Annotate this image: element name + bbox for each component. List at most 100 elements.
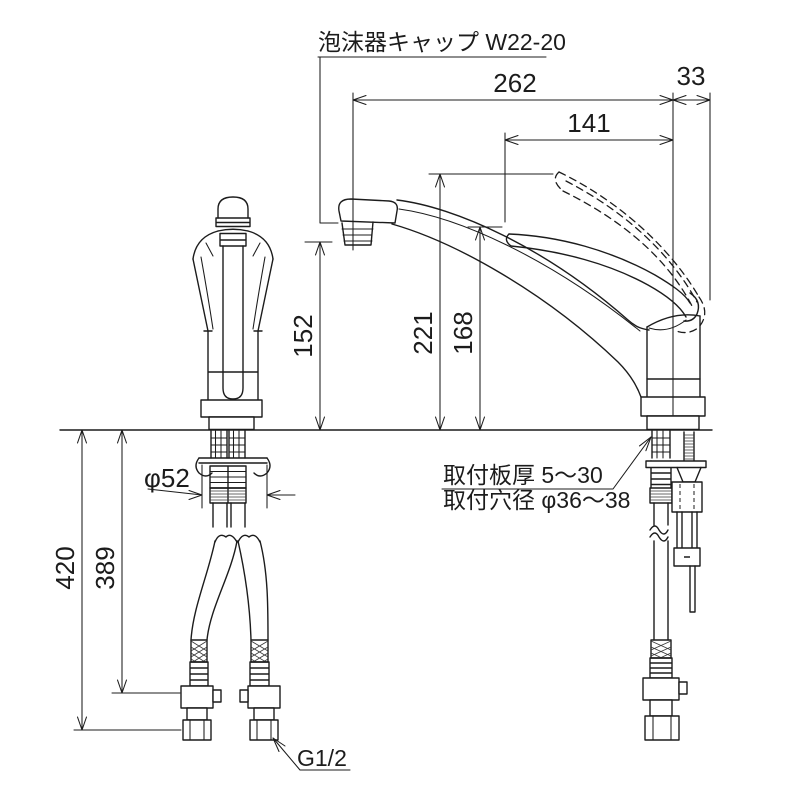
front-shoulder-creases [206, 243, 260, 256]
hex-nut-left-facets [190, 720, 204, 740]
pipe-break-symbol [650, 526, 668, 541]
label-plate-thickness: 取付板厚 5〜30 [443, 462, 603, 488]
lever-raised-bottom-edge [563, 191, 693, 308]
mount-stud-threads [684, 435, 694, 459]
front-spout-column [223, 246, 243, 399]
arrowhead [316, 417, 325, 430]
side-hex-nut [645, 716, 679, 740]
dim-text-168: 168 [448, 311, 478, 354]
lever-tip [506, 234, 511, 246]
spout-top-edge [397, 200, 649, 330]
side-fitting-tab [679, 682, 687, 694]
mount-clamp-plate [646, 461, 706, 468]
shank-ribs [211, 438, 245, 452]
front-body-column [204, 331, 262, 400]
label-thread-size: G1/2 [297, 745, 347, 771]
lock-nut-knurl [210, 491, 246, 500]
side-base-collar [647, 416, 699, 430]
side-pipe-lower [654, 541, 668, 640]
hose-collar-left [190, 662, 208, 686]
mount-cross-block [674, 548, 700, 566]
spout-bottom-edge [392, 224, 641, 397]
side-view-faucet [339, 172, 705, 430]
lever-collar-dish [649, 320, 686, 330]
side-lock-nut [650, 488, 672, 503]
dim-text-152: 152 [288, 314, 318, 357]
hose-left [191, 541, 237, 640]
label-hole-diameter: 取付穴径 φ36〜38 [443, 487, 630, 513]
aerator-cap [342, 222, 373, 245]
aerator-cap-ribs [342, 229, 373, 245]
arrowhead [436, 417, 445, 430]
side-fitting-body [643, 678, 679, 700]
dim-text-262: 262 [493, 68, 536, 98]
spout-top-inner-edge [399, 209, 640, 331]
lever-top-edge [509, 234, 690, 303]
arrowhead [189, 491, 202, 500]
fitting-body-right [248, 686, 280, 708]
leader-mounting-note [442, 437, 651, 489]
hose-top-right [238, 535, 260, 542]
front-under-counter-assembly [181, 431, 280, 740]
leader-thread-size [273, 738, 350, 770]
lever-butt-cap [684, 293, 698, 321]
lock-nuts [210, 488, 246, 503]
side-pipe-upper [654, 503, 668, 525]
front-view-faucet [193, 197, 273, 430]
callout-annotations: 泡沫器キャップ W22-20 取付板厚 5〜30 取付穴径 φ36〜38 G1/… [273, 29, 651, 771]
dim-text-389: 389 [90, 546, 120, 589]
rigid-pipes [213, 503, 245, 527]
bracket-plate [199, 458, 267, 463]
hex-nut-left [183, 720, 211, 740]
bracket-wing-right [254, 458, 270, 476]
arrowhead [673, 96, 686, 105]
arrowhead [267, 491, 280, 500]
dim-text-phi52: φ52 [144, 463, 190, 493]
side-lock-nut-knurl [650, 491, 672, 500]
spout-tip-cap [339, 199, 398, 223]
dimension-annotations: 262 33 141 152 221 168 420 [50, 61, 710, 730]
mount-cone [677, 468, 701, 483]
fitting-body-left [181, 686, 213, 708]
mount-pin [690, 566, 695, 612]
shank-ring-lines [210, 472, 246, 483]
label-aerator-cap: 泡沫器キャップ W22-20 [318, 29, 566, 55]
arrowhead [118, 430, 127, 443]
arrowhead [660, 136, 673, 145]
hose-right [238, 541, 268, 640]
lever-bottom-edge [511, 246, 686, 317]
braid-hatch-left [191, 641, 207, 662]
mount-guide-rails [677, 512, 697, 548]
ext-lines-phi52 [202, 465, 267, 508]
mount-clamp-block [672, 482, 702, 512]
front-shroud-sides [193, 259, 273, 331]
front-base-flange [201, 400, 262, 417]
front-cap-rings [216, 218, 250, 227]
bracket-wing-left [196, 458, 212, 476]
front-shroud-inner-lines [201, 257, 265, 329]
side-fitting-neck [650, 700, 672, 716]
front-shroud-shoulders [193, 231, 273, 259]
mount-clamp-hidden-lines [680, 484, 694, 510]
side-braid-hatch [651, 641, 671, 658]
mount-stud [684, 432, 694, 461]
arrowhead [78, 430, 87, 443]
side-under-counter-assembly [643, 431, 706, 740]
arrowhead [640, 437, 652, 451]
dim-text-420: 420 [50, 546, 80, 589]
dim-text-221: 221 [408, 311, 438, 354]
front-spout-cap [218, 197, 248, 218]
hose-collar-right [250, 662, 269, 686]
dim-text-33: 33 [677, 61, 706, 91]
lever-raised-mid-edge [566, 181, 697, 302]
side-body-column [647, 316, 700, 397]
fitting-tab-left [213, 690, 221, 702]
side-shank-ribs [652, 431, 670, 458]
lever-raised-tip [555, 172, 563, 191]
fitting-necks [187, 708, 274, 720]
arrowhead [273, 738, 285, 752]
side-hose-collar [650, 658, 672, 678]
front-shroud-top [218, 229, 248, 231]
hex-nut-right-facets [257, 720, 271, 740]
